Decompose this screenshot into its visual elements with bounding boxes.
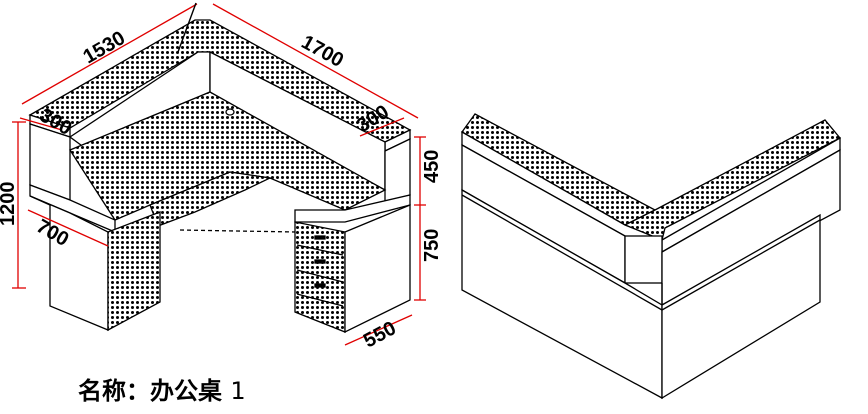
product-number: 1 [230,377,246,405]
dim-750: 750 [421,229,443,262]
desk-front-view [28,19,412,334]
dimension-lines [12,3,426,346]
product-name: 名称：办公桌 [78,377,222,405]
hutch-right-end [384,137,411,206]
upper-panel-corner [624,235,663,284]
dim-450: 450 [421,150,443,183]
left-pedestal-front [107,211,161,332]
lower-panel-right [661,213,821,400]
dim-1200: 1200 [0,182,19,227]
right-pedestal-side [344,204,411,334]
dim-1700: 1700 [298,31,348,72]
desk-back-view [461,113,842,400]
product-title: 名称：办公桌 1 [78,371,246,406]
